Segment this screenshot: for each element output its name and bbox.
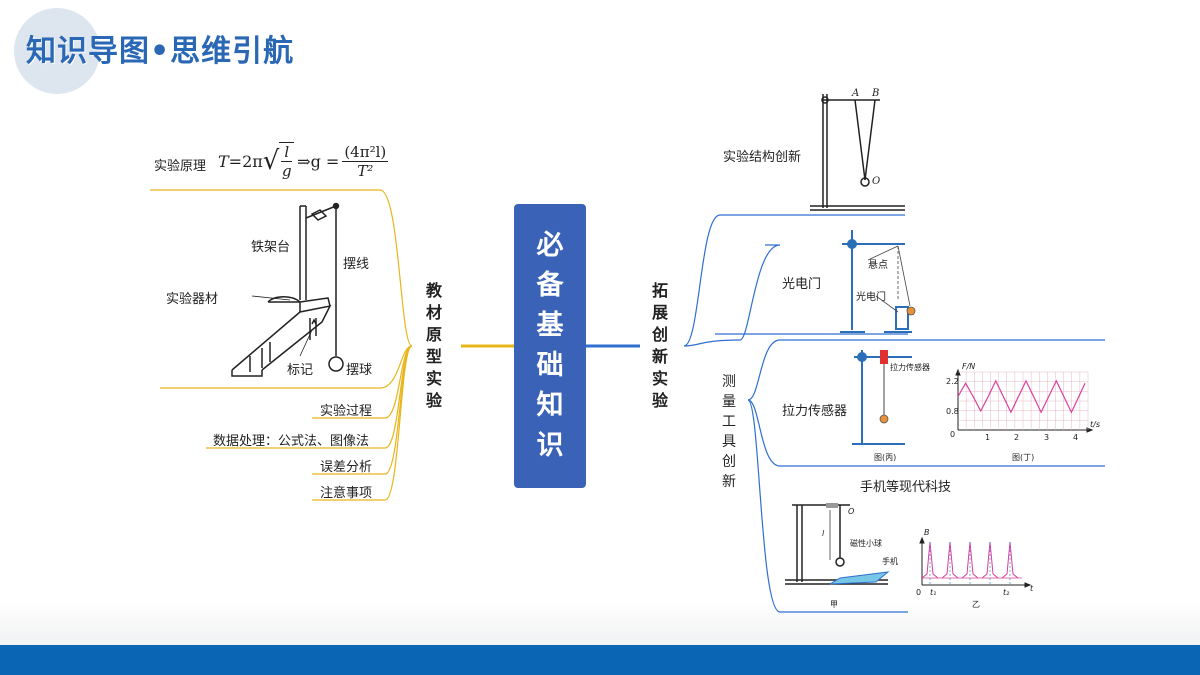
stand-label: 铁架台 xyxy=(251,240,291,255)
force-x-tick: 4 xyxy=(1073,433,1079,442)
title-bubble xyxy=(14,8,100,94)
bob-label: 摆球 xyxy=(346,363,373,378)
force-x-axis-label: t/s xyxy=(1090,420,1100,429)
center-char: 知 xyxy=(536,390,564,421)
magnetic-ball-label: 磁性小球 xyxy=(850,539,882,548)
structure-label: 实验结构创新 xyxy=(723,150,802,165)
mark-label: 标记 xyxy=(287,363,314,378)
point-o: O xyxy=(872,176,881,187)
force-y-tick: 0.8 xyxy=(946,407,959,416)
bottom-fade xyxy=(0,600,1200,645)
center-char: 备 xyxy=(536,270,564,301)
force-y-tick: 2.2 xyxy=(946,377,959,386)
suspension-label: 悬点 xyxy=(868,260,888,271)
force-y-tick: 0 xyxy=(950,430,956,439)
phone-x-tick: 0 xyxy=(916,588,922,597)
caption-jia: 甲 xyxy=(830,600,838,609)
force-x-tick: 3 xyxy=(1044,433,1050,442)
center-char: 础 xyxy=(536,350,564,381)
sensor-tag: 拉力传感器 xyxy=(890,363,930,372)
point-a: A xyxy=(852,88,860,99)
item-data-processing: 数据处理：公式法、图像法 xyxy=(213,434,370,449)
measure-branch-title: 测 量 工 具 创 新 xyxy=(722,374,736,490)
principle-formula: T =2π √ l g ⇒g = (4π²l) T² xyxy=(218,142,389,180)
photogate-label: 光电门 xyxy=(782,277,822,292)
item-notes: 注意事项 xyxy=(320,486,373,501)
phone-x-tick: t₂ xyxy=(1003,588,1010,597)
caption-yi: 乙 xyxy=(972,600,980,609)
bottom-band xyxy=(0,645,1200,675)
phone-x-tick: t₁ xyxy=(930,588,937,597)
equipment-label: 实验器材 xyxy=(166,292,219,307)
force-series-line xyxy=(957,379,1086,414)
gate-label: 光电门 xyxy=(856,292,886,303)
page-title: 知识导图•思维引航 xyxy=(26,34,295,69)
item-process: 实验过程 xyxy=(320,404,373,419)
point-b: B xyxy=(872,88,880,99)
force-sensor-label: 拉力传感器 xyxy=(782,404,848,419)
phone-point-o: O xyxy=(848,507,855,516)
phone-y-axis-label: B xyxy=(924,528,930,537)
left-branch-title: 教 材 原 型 实 验 xyxy=(426,281,443,410)
sqrt-icon: √ xyxy=(262,146,280,176)
central-topic: 必 备 基 础 知 识 xyxy=(514,204,586,488)
phone-label: 手机 xyxy=(882,557,898,566)
force-x-tick: 2 xyxy=(1014,433,1020,442)
item-error-analysis: 误差分析 xyxy=(320,460,373,475)
phone-tech-label: 手机等现代科技 xyxy=(860,480,952,495)
string-label: 摆线 xyxy=(343,257,370,272)
phone-length-l: l xyxy=(822,529,825,538)
center-char: 识 xyxy=(536,430,564,461)
caption-ding: 图(丁) xyxy=(1012,453,1035,462)
right-branch-title: 拓 展 创 新 实 验 xyxy=(652,281,669,410)
force-x-tick: 1 xyxy=(985,433,991,442)
center-char: 必 xyxy=(536,230,564,261)
center-char: 基 xyxy=(536,310,564,341)
phone-x-axis-label: t xyxy=(1030,584,1034,593)
caption-bing: 图(丙) xyxy=(874,453,897,462)
principle-label: 实验原理 xyxy=(154,159,207,174)
force-y-axis-label: F/N xyxy=(962,362,976,371)
